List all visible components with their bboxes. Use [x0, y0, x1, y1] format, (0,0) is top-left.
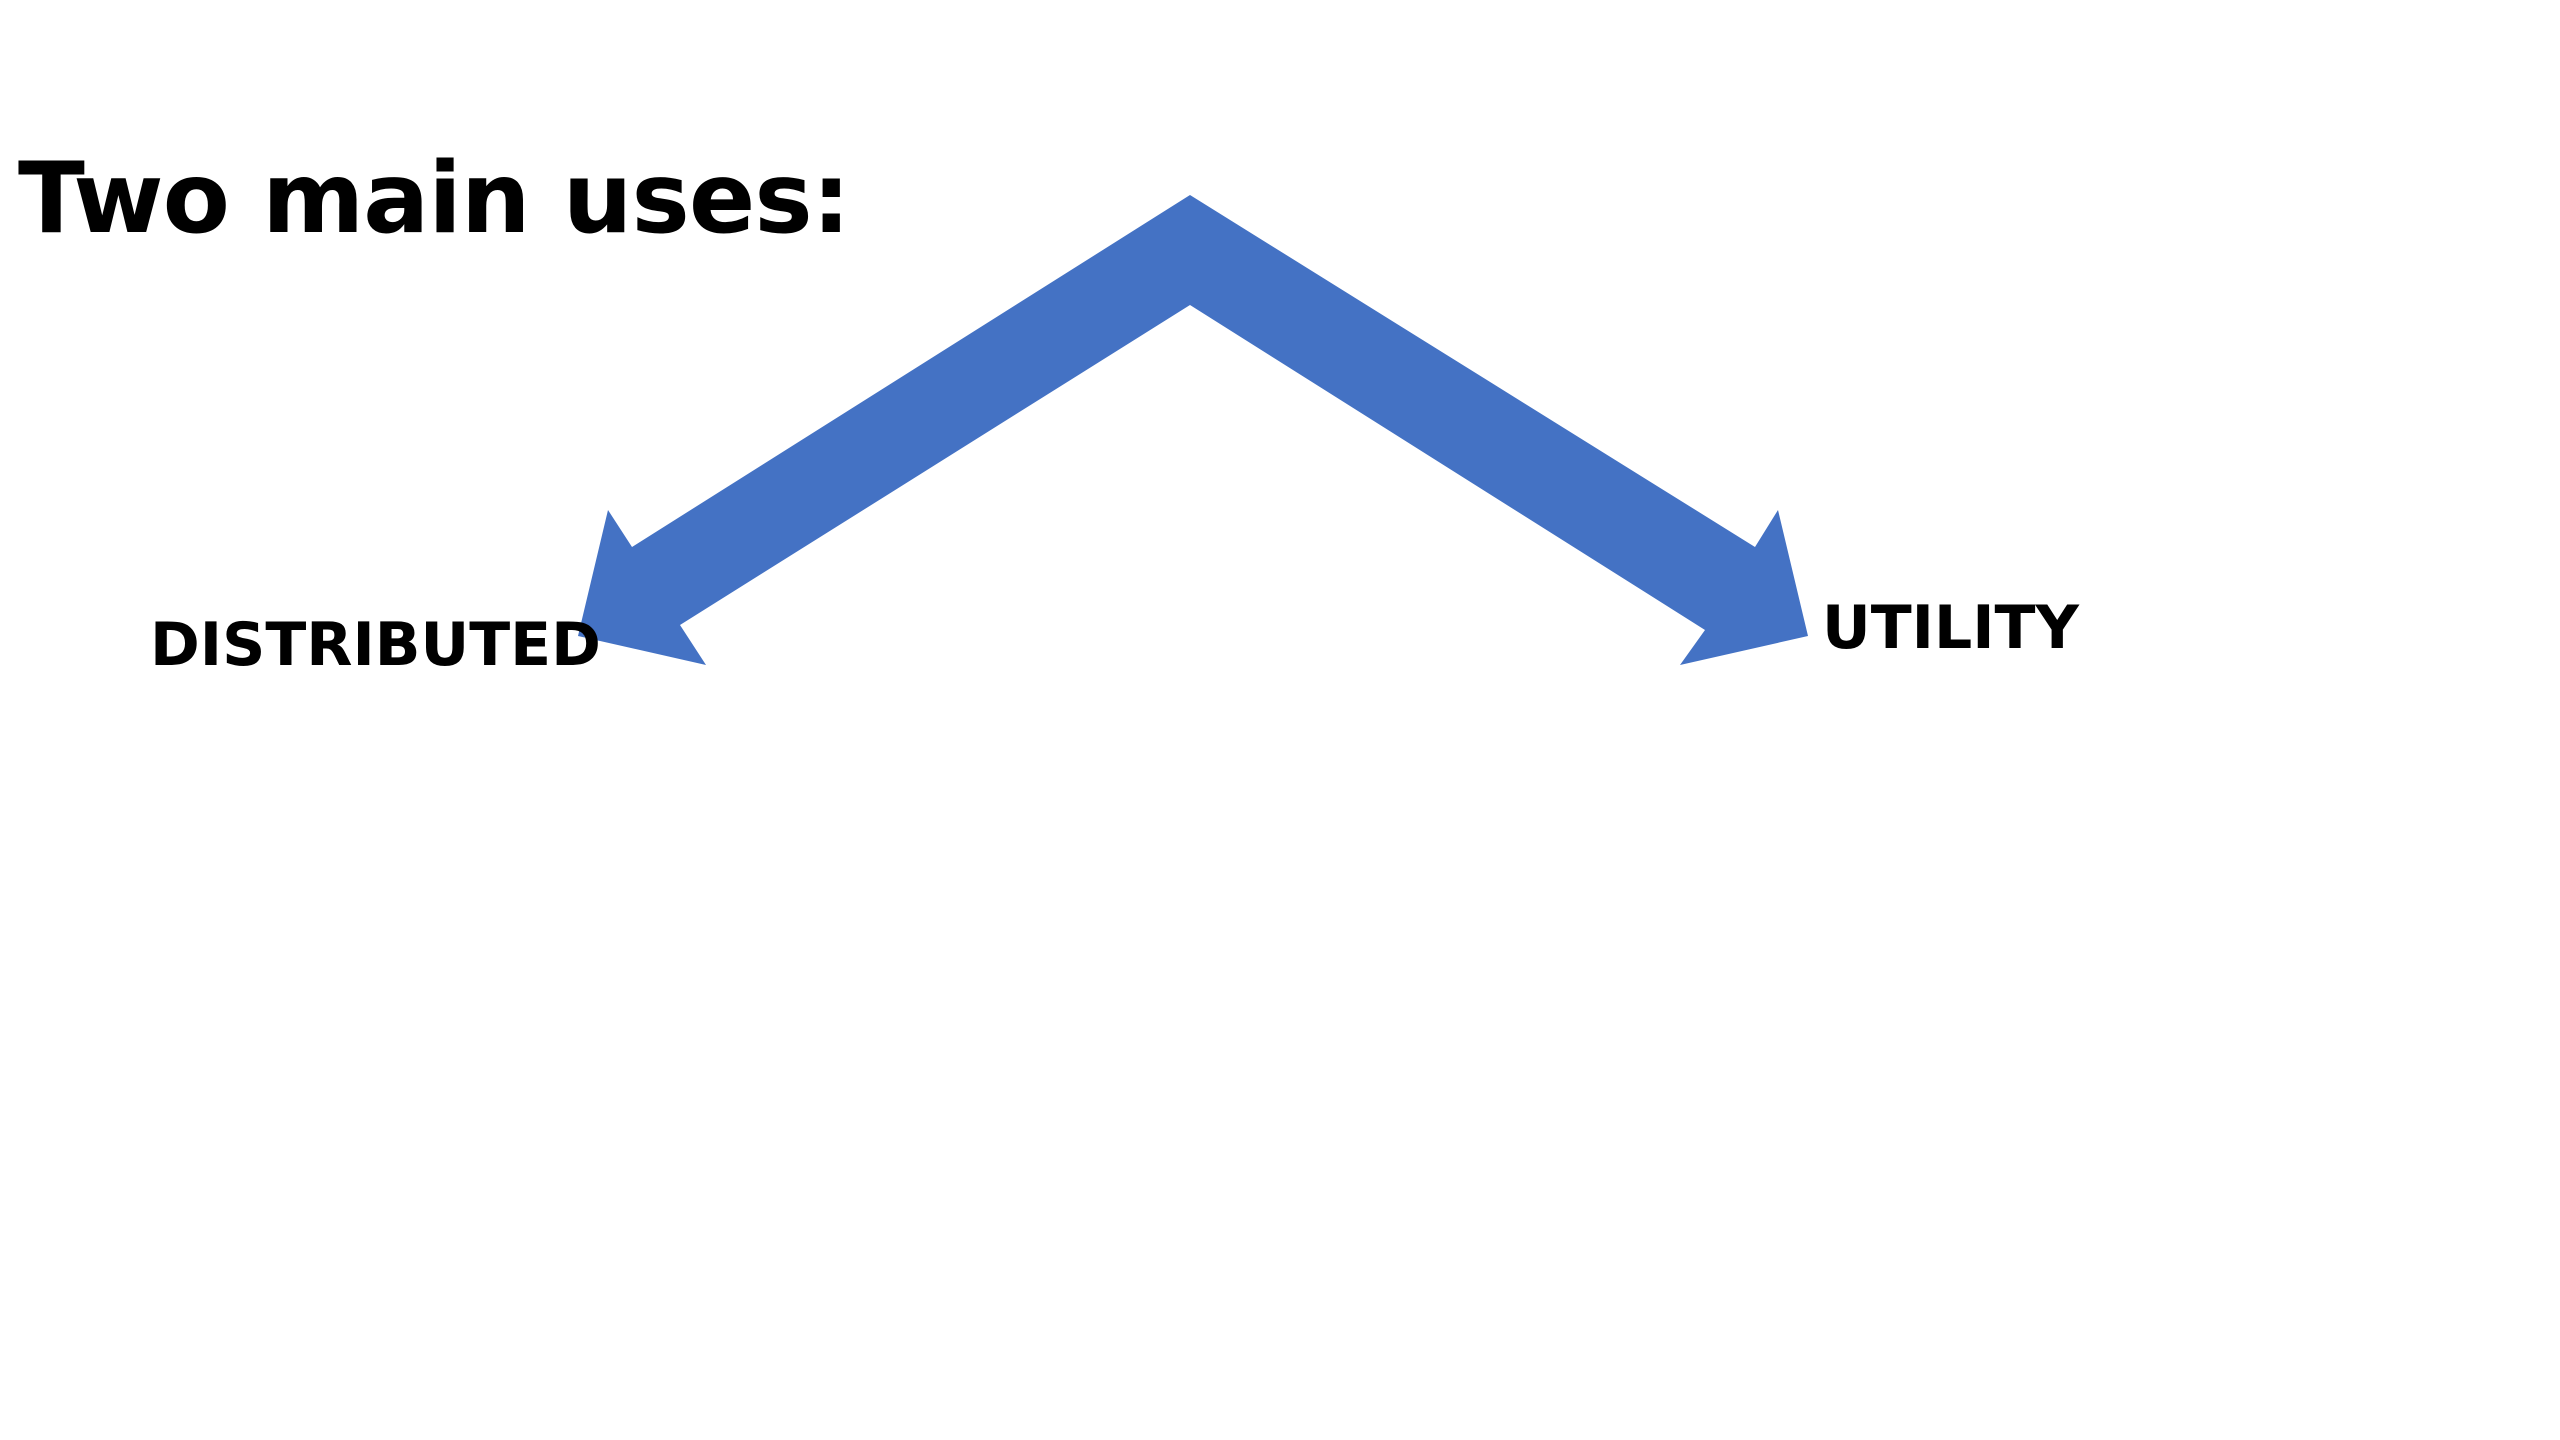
branch-label-distributed: DISTRIBUTED: [150, 610, 601, 680]
slide-title: Two main uses:: [18, 142, 851, 256]
split-arrow-shape: [578, 195, 1808, 665]
branch-label-utility: UTILITY: [1822, 593, 2079, 663]
